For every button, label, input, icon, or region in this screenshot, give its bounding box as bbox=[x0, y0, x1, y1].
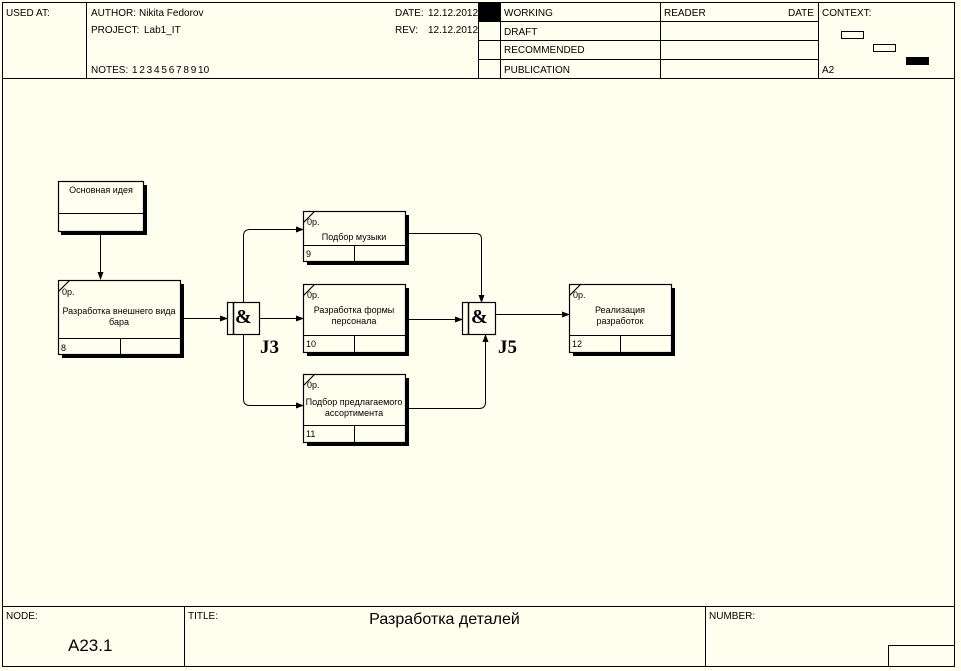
box-label: Разработка формы персонала bbox=[313, 305, 395, 326]
junction-j5[interactable] bbox=[461, 301, 497, 336]
notes-value: 1 2 3 4 5 6 7 8 9 10 bbox=[132, 65, 210, 76]
notes-label: NOTES: bbox=[91, 65, 129, 76]
status-recommended: RECOMMENDED bbox=[504, 45, 585, 56]
node-value: A23.1 bbox=[68, 636, 113, 655]
box-number: 8 bbox=[61, 343, 67, 353]
arrow-j3-to-11 bbox=[243, 334, 304, 409]
header-row-line bbox=[478, 59, 818, 60]
status-draft: DRAFT bbox=[504, 27, 538, 38]
rev-label: REV: bbox=[395, 25, 418, 36]
arrow-j3-to-9 bbox=[243, 226, 304, 303]
box-label: Разработка внешнего вида бара bbox=[62, 306, 176, 327]
reader-date-label: DATE bbox=[788, 8, 814, 19]
context-box bbox=[873, 44, 896, 52]
context-thumbnail bbox=[841, 31, 929, 65]
footer-divider bbox=[705, 606, 706, 667]
number-label: NUMBER: bbox=[709, 611, 756, 622]
box-11[interactable] bbox=[302, 373, 410, 447]
context-box-current bbox=[906, 57, 929, 65]
diagram-title: Разработка деталей bbox=[369, 611, 520, 628]
box-cost: 0р. bbox=[307, 290, 320, 300]
node-label: NODE: bbox=[6, 611, 38, 622]
box-number: 11 bbox=[306, 429, 316, 439]
reader-label: READER bbox=[664, 8, 706, 19]
box-10[interactable] bbox=[302, 283, 410, 357]
author-value: Nikita Fedorov bbox=[139, 8, 204, 19]
box-label: Реализация разработок bbox=[594, 305, 646, 326]
header-bottom-border bbox=[2, 78, 955, 79]
box-number: 10 bbox=[306, 339, 317, 349]
arrow-11-to-j5 bbox=[405, 334, 489, 409]
header-row-line bbox=[478, 40, 818, 41]
rev-value: 12.12.2012 bbox=[428, 25, 479, 36]
arrows bbox=[97, 226, 570, 409]
title-label: TITLE: bbox=[188, 611, 219, 622]
header-row-line bbox=[478, 21, 818, 22]
status-working: WORKING bbox=[504, 8, 553, 19]
header-divider bbox=[86, 2, 87, 78]
junction-j5-symbol: & bbox=[471, 306, 488, 328]
header-divider bbox=[818, 2, 819, 78]
context-box bbox=[841, 31, 864, 39]
status-publication: PUBLICATION bbox=[504, 65, 570, 76]
footer-top-border bbox=[2, 606, 955, 607]
working-status-marker bbox=[479, 3, 500, 21]
box-idea[interactable] bbox=[57, 180, 148, 236]
box-cost: 0р. bbox=[62, 287, 75, 297]
junction-j3-symbol: & bbox=[235, 306, 252, 328]
box-cost: 0р. bbox=[307, 380, 320, 390]
used-at-label: USED AT: bbox=[6, 8, 50, 19]
box-label: Подбор музыки bbox=[321, 232, 387, 242]
project-label: PROJECT: bbox=[91, 25, 140, 36]
box-cost: 0р. bbox=[307, 217, 320, 227]
box-number: 12 bbox=[572, 339, 583, 349]
footer-number-line bbox=[888, 645, 955, 646]
footer-number-line bbox=[888, 645, 889, 667]
box-12[interactable] bbox=[568, 283, 676, 357]
context-node: A2 bbox=[822, 65, 835, 76]
box-label: Основная идея bbox=[69, 185, 133, 195]
junction-j3-label: J3 bbox=[260, 337, 279, 358]
project-value: Lab1_IT bbox=[144, 25, 181, 36]
context-label: CONTEXT: bbox=[822, 8, 872, 19]
junction-j5-label: J5 bbox=[498, 337, 517, 358]
box-9[interactable] bbox=[302, 210, 410, 266]
author-label: AUTHOR: bbox=[91, 8, 136, 19]
box-label: Подбор предлагаемого ассортимента bbox=[305, 397, 403, 418]
date-value: 12.12.2012 bbox=[428, 8, 479, 19]
footer-divider bbox=[184, 606, 185, 667]
box-8[interactable] bbox=[57, 279, 185, 359]
date-label: DATE: bbox=[395, 8, 424, 19]
box-number: 9 bbox=[306, 249, 312, 259]
box-cost: 0р. bbox=[573, 290, 586, 300]
arrow-9-to-j5 bbox=[405, 233, 485, 303]
